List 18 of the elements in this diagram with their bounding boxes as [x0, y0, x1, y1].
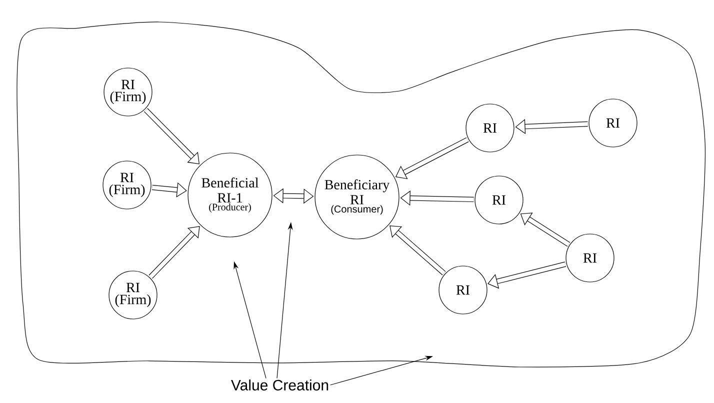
- circle-node: RI: [474, 176, 524, 224]
- cloud-outline: [16, 22, 706, 368]
- circle-node: RI: [438, 266, 488, 314]
- block-arrow: [148, 226, 200, 279]
- circle-node: Beneficiary RI (Consumer): [314, 154, 400, 240]
- circle-node: RI: [566, 234, 614, 282]
- circle-node: RI: [588, 98, 638, 148]
- circle-node: Beneficial RI-1 (Producer): [188, 152, 272, 238]
- block-arrow: [152, 182, 187, 198]
- circle-node: RI: [466, 104, 514, 152]
- circle-node: RI (Firm): [102, 160, 152, 210]
- caption-text: Value Creation: [231, 379, 328, 390]
- block-arrow: [390, 226, 446, 276]
- circle-node: RI (Firm): [108, 270, 158, 320]
- block-arrow: [520, 212, 570, 247]
- circle-node: RI (Firm): [104, 68, 152, 116]
- block-arrow: [488, 262, 566, 289]
- block-arrow: [515, 119, 588, 134]
